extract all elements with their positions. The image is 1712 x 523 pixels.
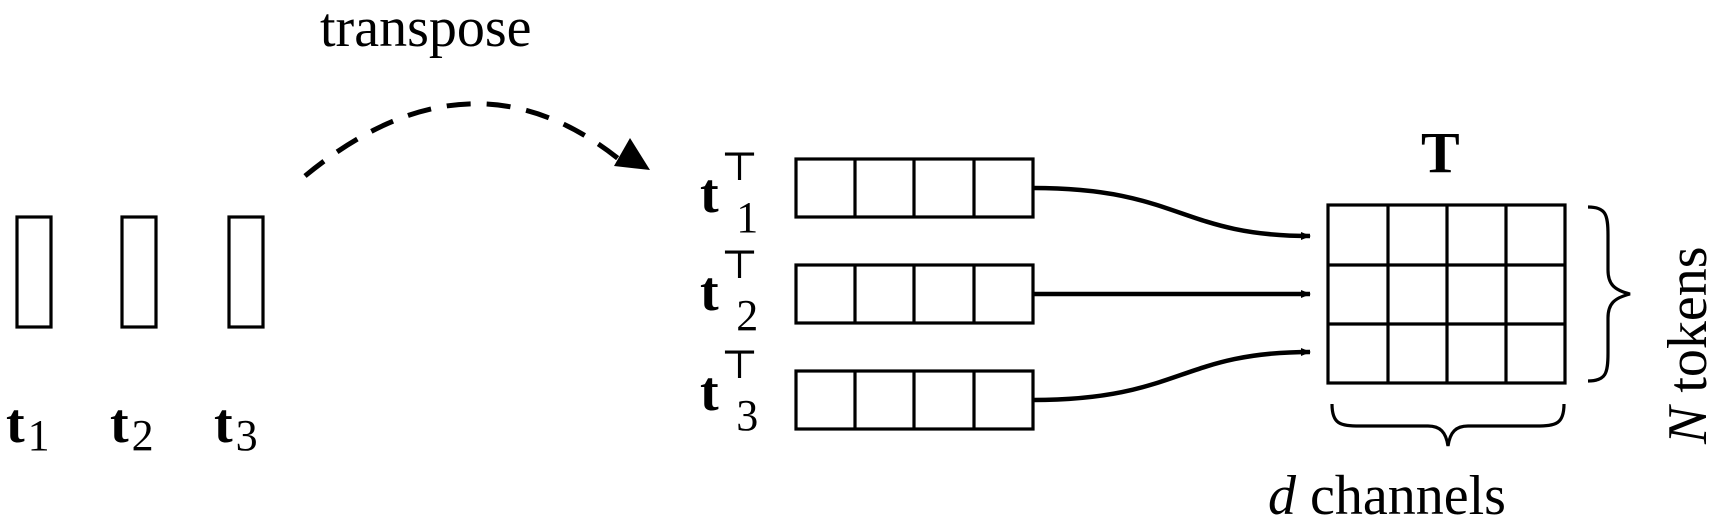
row-vector-3 bbox=[794, 369, 1035, 431]
transpose-arrowhead bbox=[614, 138, 650, 170]
tokens-brace bbox=[1587, 205, 1631, 383]
row-vector-2 bbox=[794, 263, 1035, 325]
arrow-row-3 bbox=[1032, 348, 1311, 403]
channels-brace bbox=[1330, 403, 1566, 447]
vector-label-1: t1 bbox=[6, 393, 50, 460]
matrix-label: T bbox=[1421, 120, 1460, 185]
row-vector-1 bbox=[794, 157, 1035, 219]
row-vector-label-2: t⊤2 bbox=[700, 242, 758, 340]
tokens-label: N tokens bbox=[1657, 246, 1712, 445]
row-vector-label-1: t⊤1 bbox=[700, 144, 758, 242]
vector-label-3: t3 bbox=[214, 393, 258, 460]
row-vector-label-3: t⊤3 bbox=[700, 342, 758, 440]
channels-label: d channels bbox=[1268, 465, 1506, 518]
vector-label-2: t2 bbox=[110, 393, 154, 460]
arrow-row-1 bbox=[1032, 185, 1311, 240]
matrix-T bbox=[1326, 203, 1567, 385]
transpose-dashed-arrow bbox=[303, 101, 622, 178]
column-vector-3 bbox=[227, 215, 265, 329]
column-vector-2 bbox=[120, 215, 158, 329]
transpose-label: transpose bbox=[320, 0, 532, 59]
column-vector-1 bbox=[15, 215, 53, 329]
